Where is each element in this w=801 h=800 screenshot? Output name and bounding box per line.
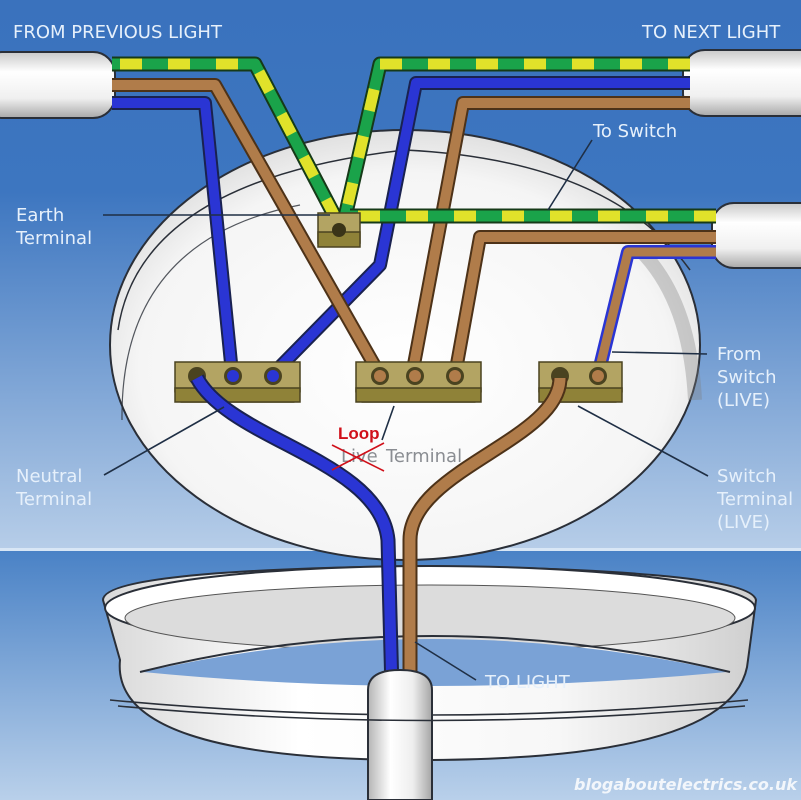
label-from-switch-line3: (LIVE)	[717, 390, 770, 411]
wire-neutral-to-light	[190, 374, 400, 691]
wire-neutral-to-next	[267, 76, 690, 380]
cable-to-next-light	[682, 49, 801, 117]
label-loop-correction: Loop	[338, 424, 380, 443]
strike-through-icon	[331, 442, 385, 472]
wire-neutral-from-previous	[112, 96, 239, 374]
wire-earth-to-next	[334, 56, 690, 232]
cable-from-previous-light	[0, 51, 116, 119]
leader-switch-terminal	[577, 405, 709, 477]
wire-live-to-switch	[448, 230, 716, 377]
wire-earth-from-previous	[112, 56, 349, 234]
label-to-next-light: TO NEXT LIGHT	[641, 22, 781, 43]
cable-to-light	[367, 668, 433, 800]
label-from-switch-line2: Switch	[717, 367, 777, 388]
leader-to-light	[414, 641, 477, 681]
shade-rim-edge	[117, 705, 746, 722]
label-to-switch: To Switch	[592, 121, 677, 142]
wire-live-from-previous	[112, 78, 387, 379]
label-switch-terminal-line2: Terminal	[716, 489, 793, 510]
label-from-previous-light: FROM PREVIOUS LIGHT	[13, 22, 223, 43]
label-to-light: TO LIGHT	[484, 672, 571, 693]
label-neutral-terminal-line2: Terminal	[15, 489, 92, 510]
label-neutral-terminal-line1: Neutral	[16, 466, 82, 487]
watermark: blogaboutelectrics.co.uk	[574, 775, 798, 794]
leader-from-switch	[611, 351, 708, 355]
wire-ends	[227, 370, 604, 382]
lamp-holder-shade	[101, 564, 758, 762]
label-from-switch-line1: From	[717, 344, 762, 365]
label-switch-terminal-line3: (LIVE)	[717, 512, 770, 533]
wire-switched-live-from-switch	[591, 245, 716, 377]
earth-terminal-block	[317, 212, 361, 248]
cable-to-switch	[711, 202, 801, 269]
wire-live-to-next	[405, 96, 690, 377]
label-earth-terminal-line2: Terminal	[15, 228, 92, 249]
label-terminal-suffix: Terminal	[385, 446, 462, 467]
wire-switched-live-to-light	[402, 377, 568, 690]
label-switch-terminal-line1: Switch	[717, 466, 777, 487]
loop-terminal-block	[355, 361, 482, 403]
leader-loop-terminal	[381, 405, 395, 441]
leader-neutral-terminal	[103, 406, 225, 476]
label-earth-terminal-line1: Earth	[16, 205, 64, 226]
leader-to-switch	[547, 139, 593, 211]
